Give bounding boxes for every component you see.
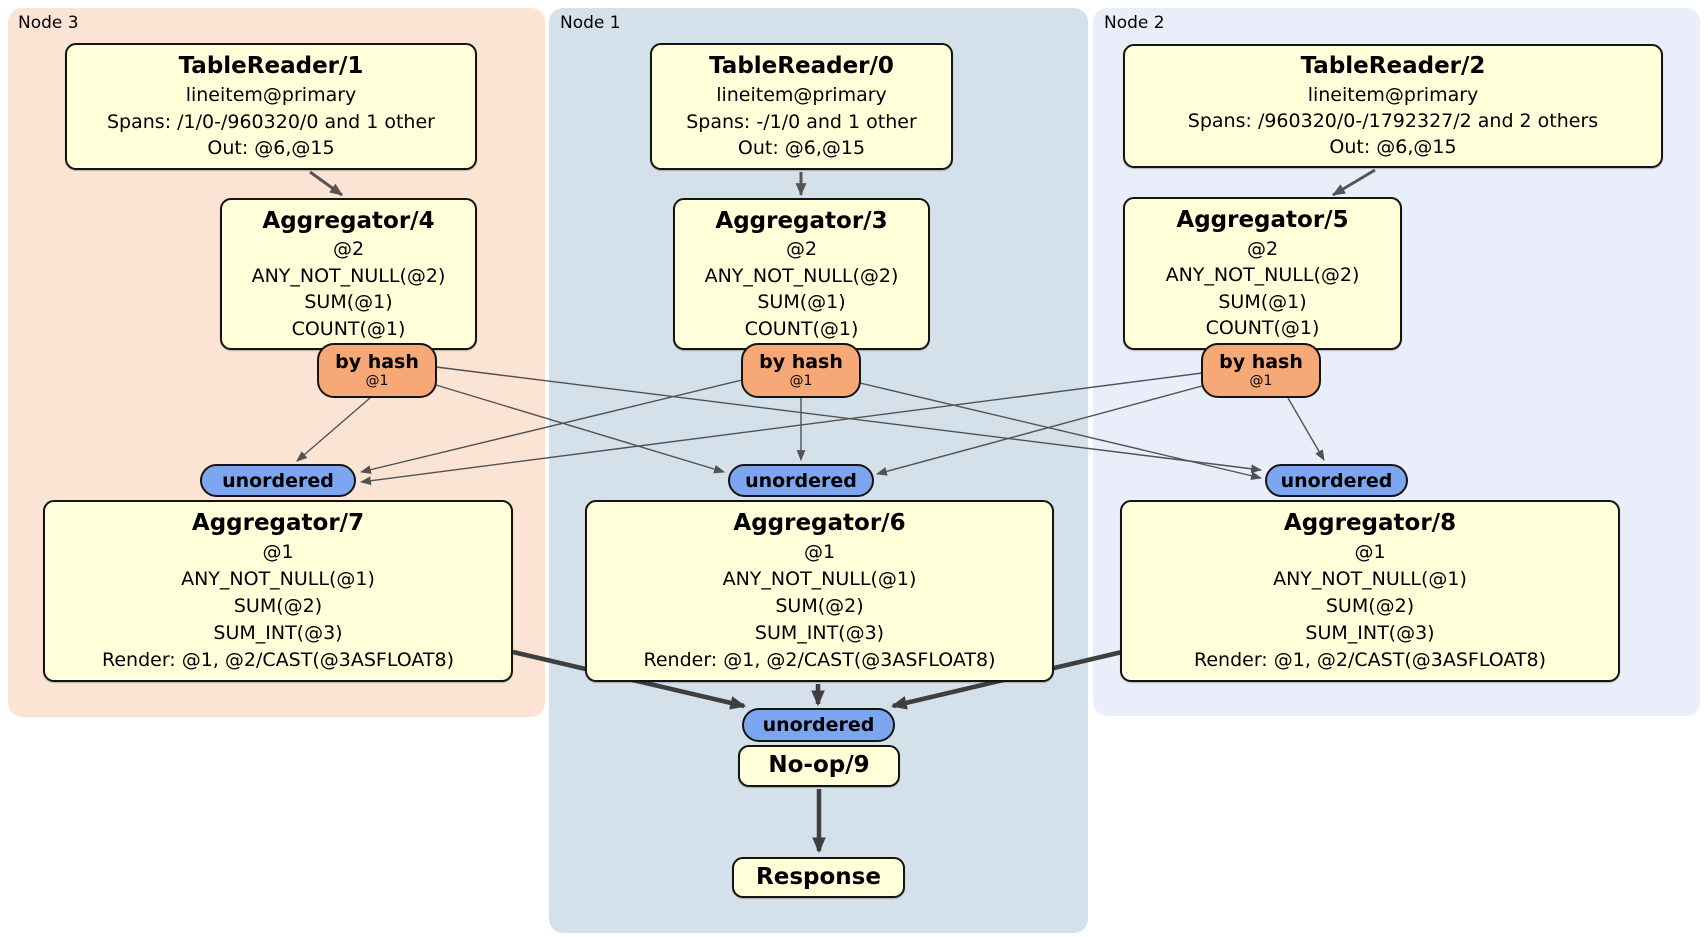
router-label: by hash: [759, 350, 843, 373]
sync-unordered-node2: unordered: [1265, 464, 1408, 497]
processor-agg-fn: ANY_NOT_NULL(@1): [722, 568, 917, 591]
processor-title: Aggregator/7: [191, 510, 365, 537]
processor-aggregator-4: Aggregator/4 @2 ANY_NOT_NULL(@2) SUM(@1)…: [220, 198, 477, 350]
processor-title: Aggregator/3: [715, 207, 888, 234]
processor-agg-fn: ANY_NOT_NULL(@1): [1273, 568, 1467, 591]
sync-unordered-final: unordered: [742, 708, 895, 742]
processor-title: Aggregator/5: [1176, 206, 1349, 233]
processor-aggregator-5: Aggregator/5 @2 ANY_NOT_NULL(@2) SUM(@1)…: [1123, 197, 1402, 350]
processor-group-cols: @1: [803, 541, 836, 564]
router-detail: @1: [789, 372, 813, 389]
processor-agg-fn: SUM(@2): [775, 595, 864, 618]
panel-label-node3: Node 3: [18, 13, 79, 33]
router-detail: @1: [365, 372, 389, 389]
hash-router-node1: by hash @1: [741, 343, 861, 398]
processor-render: Render: @1, @2/CAST(@3ASFLOAT8): [1194, 649, 1546, 672]
processor-agg-fn: SUM(@1): [304, 291, 393, 314]
processor-out: Out: @6,@15: [737, 137, 866, 160]
processor-title: Response: [756, 863, 881, 890]
processor-agg-fn: SUM_INT(@3): [754, 622, 885, 645]
processor-spans: Spans: /960320/0-/1792327/2 and 2 others: [1187, 109, 1599, 132]
hash-router-node3: by hash @1: [317, 343, 437, 398]
processor-agg-fn: SUM(@2): [233, 595, 323, 618]
processor-group-cols: @2: [785, 238, 818, 261]
processor-aggregator-8: Aggregator/8 @1 ANY_NOT_NULL(@1) SUM(@2)…: [1120, 500, 1620, 682]
processor-response: Response: [732, 857, 905, 898]
processor-tablereader-1: TableReader/1 lineitem@primary Spans: /1…: [65, 43, 477, 170]
processor-noop-9: No-op/9: [738, 745, 900, 787]
processor-title: TableReader/2: [1300, 53, 1486, 80]
processor-title: TableReader/1: [178, 52, 364, 79]
router-detail: @1: [1249, 372, 1273, 389]
processor-agg-fn: ANY_NOT_NULL(@2): [1165, 264, 1360, 287]
processor-out: Out: @6,@15: [207, 137, 335, 160]
sync-unordered-node3: unordered: [200, 464, 356, 497]
processor-render: Render: @1, @2/CAST(@3ASFLOAT8): [102, 649, 454, 672]
processor-agg-fn: COUNT(@1): [1205, 317, 1320, 340]
processor-agg-fn: SUM_INT(@3): [1305, 622, 1435, 645]
processor-index: lineitem@primary: [185, 83, 357, 106]
processor-spans: Spans: -/1/0 and 1 other: [686, 110, 917, 133]
processor-aggregator-7: Aggregator/7 @1 ANY_NOT_NULL(@1) SUM(@2)…: [43, 500, 513, 682]
processor-agg-fn: COUNT(@1): [744, 317, 859, 340]
processor-tablereader-2: TableReader/2 lineitem@primary Spans: /9…: [1123, 44, 1663, 168]
processor-index: lineitem@primary: [1307, 83, 1479, 106]
processor-agg-fn: ANY_NOT_NULL(@2): [704, 264, 899, 287]
sync-unordered-node1: unordered: [728, 464, 874, 497]
processor-render: Render: @1, @2/CAST(@3ASFLOAT8): [643, 649, 996, 672]
router-label: by hash: [1219, 350, 1303, 373]
processor-agg-fn: SUM(@1): [1218, 290, 1307, 313]
processor-group-cols: @2: [332, 238, 365, 261]
processor-title: No-op/9: [768, 752, 870, 779]
processor-title: Aggregator/4: [262, 207, 435, 234]
processor-agg-fn: SUM(@2): [1325, 595, 1415, 618]
processor-group-cols: @1: [1354, 541, 1386, 564]
router-label: by hash: [335, 350, 419, 373]
processor-title: Aggregator/6: [733, 510, 906, 537]
processor-tablereader-0: TableReader/0 lineitem@primary Spans: -/…: [650, 43, 953, 170]
processor-agg-fn: COUNT(@1): [291, 317, 406, 340]
processor-aggregator-6: Aggregator/6 @1 ANY_NOT_NULL(@1) SUM(@2)…: [585, 500, 1054, 682]
processor-out: Out: @6,@15: [1329, 135, 1457, 158]
processor-aggregator-3: Aggregator/3 @2 ANY_NOT_NULL(@2) SUM(@1)…: [673, 198, 930, 350]
processor-agg-fn: ANY_NOT_NULL(@1): [181, 568, 375, 591]
processor-spans: Spans: /1/0-/960320/0 and 1 other: [107, 110, 435, 133]
processor-index: lineitem@primary: [716, 83, 887, 106]
processor-title: TableReader/0: [709, 52, 894, 79]
panel-label-node1: Node 1: [560, 13, 621, 33]
processor-group-cols: @2: [1246, 237, 1279, 260]
processor-agg-fn: ANY_NOT_NULL(@2): [251, 264, 446, 287]
processor-agg-fn: SUM(@1): [757, 291, 846, 314]
hash-router-node2: by hash @1: [1201, 343, 1321, 398]
processor-agg-fn: SUM_INT(@3): [213, 622, 343, 645]
panel-label-node2: Node 2: [1104, 13, 1165, 33]
processor-title: Aggregator/8: [1283, 510, 1457, 537]
processor-group-cols: @1: [262, 541, 294, 564]
